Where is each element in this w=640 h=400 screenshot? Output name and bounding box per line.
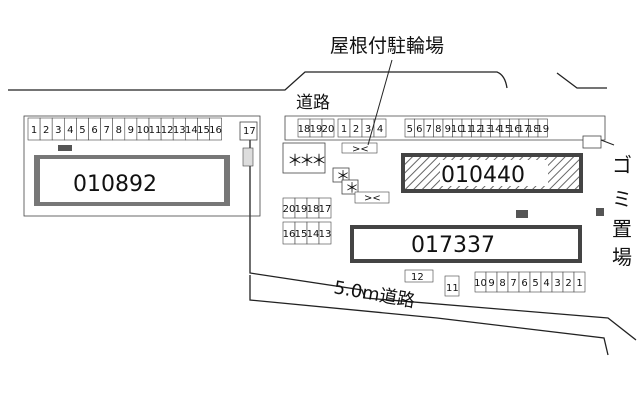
- west-slot-9: 9: [128, 125, 134, 136]
- west-slot-1: 1: [31, 125, 37, 136]
- garbage-label-2: ミ: [612, 187, 632, 211]
- garbage-area: ゴ ミ 置 場: [582, 135, 632, 269]
- road-label: 道路: [296, 93, 330, 113]
- south-slot-4: 4: [543, 278, 549, 289]
- west-slot-11: 11: [149, 125, 162, 136]
- north-slot-4: 4: [377, 124, 383, 135]
- north-right-slot-15: 15: [498, 124, 511, 135]
- south-slot-11: 11: [446, 283, 459, 294]
- asterisk-2: ＊: [299, 151, 315, 170]
- north-right-slot-11: 11: [460, 124, 473, 135]
- garbage-label-1: ゴ: [612, 153, 632, 177]
- west-slot-10: 10: [137, 125, 150, 136]
- west-slot-2: 2: [43, 125, 49, 136]
- north-left-slot-19: 19: [310, 124, 323, 135]
- north-right-slot-10: 10: [451, 124, 464, 135]
- south-slot-5: 5: [532, 278, 538, 289]
- north-right-slot-12: 12: [470, 124, 483, 135]
- west-slot-14: 14: [185, 125, 198, 136]
- west-slot-3: 3: [55, 125, 61, 136]
- mid-upper-slot-18: 18: [307, 204, 320, 215]
- leader-line: [367, 59, 393, 146]
- building-west: 010892: [34, 155, 230, 206]
- north-slot-1: 1: [341, 124, 347, 135]
- mid-lower-slot-14: 14: [307, 229, 320, 240]
- building-south-number: 017337: [411, 233, 495, 258]
- north-right-slot-17: 17: [517, 124, 530, 135]
- mid-lower-slot-16: 16: [283, 229, 296, 240]
- road-width-label: 5.0m道路: [332, 277, 417, 312]
- north-right-slot-9: 9: [445, 124, 451, 135]
- north-right-slot-7: 7: [426, 124, 432, 135]
- west-slot-5: 5: [79, 125, 85, 136]
- north-right-slot-18: 18: [527, 124, 540, 135]
- stair-marker: [242, 147, 254, 167]
- west-slot-13: 13: [173, 125, 186, 136]
- north-right-slot-8: 8: [435, 124, 441, 135]
- south-slot-6: 6: [521, 278, 527, 289]
- garbage-label-4: 場: [612, 245, 632, 269]
- north-right-slot-19: 19: [536, 124, 549, 135]
- south-slot-7: 7: [510, 278, 516, 289]
- north-left-slot-20: 20: [322, 124, 335, 135]
- south-slot-3: 3: [554, 278, 560, 289]
- svg-text:><: ><: [352, 144, 369, 155]
- north-right-slot-6: 6: [416, 124, 422, 135]
- mid-lower-slot-13: 13: [319, 229, 332, 240]
- south-slot-1: 1: [576, 278, 582, 289]
- north-left-slot-18: 18: [298, 124, 311, 135]
- west-slot-7: 7: [103, 125, 109, 136]
- west-slot-4: 4: [67, 125, 73, 136]
- south-slot-9: 9: [488, 278, 494, 289]
- mid-upper-slot-19: 19: [295, 204, 308, 215]
- north-slot-2: 2: [353, 124, 359, 135]
- west-end-slot: 17: [243, 126, 256, 137]
- west-slot-16: 16: [209, 125, 222, 136]
- south-slot-8: 8: [499, 278, 505, 289]
- north-right-slot-16: 16: [508, 124, 521, 135]
- south-slot-2: 2: [565, 278, 571, 289]
- west-slot-15: 15: [197, 125, 210, 136]
- west-slot-12: 12: [161, 125, 174, 136]
- entrance-marker: [58, 145, 72, 151]
- south-slot-10: 10: [474, 278, 487, 289]
- garbage-label-3: 置: [612, 217, 632, 241]
- asterisk-area: ＊ ＊ ＊ ＊ ＊ ><: [282, 142, 390, 204]
- south-slot-12: 12: [411, 272, 424, 283]
- building-south: 017337: [350, 208, 604, 263]
- north-right-slot-14: 14: [489, 124, 502, 135]
- west-slot-8: 8: [116, 125, 122, 136]
- svg-text:><: ><: [364, 193, 381, 204]
- asterisk-1: ＊: [287, 151, 303, 170]
- north-right-slot-13: 13: [479, 124, 492, 135]
- mid-upper-slot-20: 20: [283, 204, 296, 215]
- west-slot-6: 6: [91, 125, 97, 136]
- mid-upper-slot-17: 17: [319, 204, 332, 215]
- mid-lower-slot-15: 15: [295, 229, 308, 240]
- asterisk-3: ＊: [311, 151, 327, 170]
- building-northeast-number: 010440: [441, 163, 525, 188]
- north-slot-3: 3: [365, 124, 371, 135]
- covered-bicycle-parking-label: 屋根付駐輪場: [330, 35, 444, 57]
- building-west-number: 010892: [73, 172, 157, 197]
- north-right-slot-5: 5: [407, 124, 413, 135]
- road-lines: [8, 71, 637, 356]
- building-northeast: 010440: [401, 153, 583, 193]
